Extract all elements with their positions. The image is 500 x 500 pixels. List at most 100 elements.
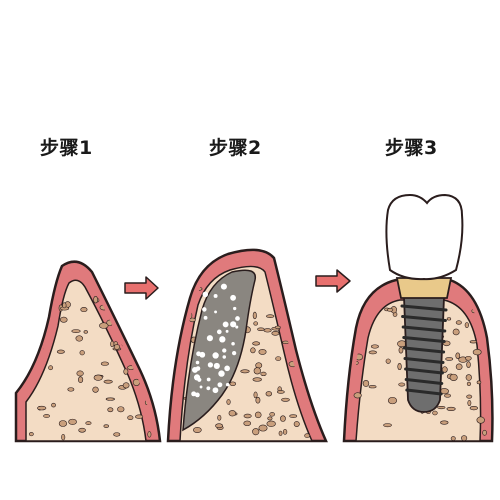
bone-speck [274, 325, 281, 329]
graft-particle [230, 294, 236, 301]
crown [385, 193, 464, 281]
bone-speck [105, 397, 115, 401]
bone-speck [446, 406, 456, 411]
bone-speck [68, 418, 77, 425]
graft-particle [196, 351, 201, 357]
bone-speck [446, 317, 452, 321]
bone-speck [266, 314, 275, 319]
bone-speck [284, 286, 290, 293]
graft-particle [213, 362, 220, 370]
bone-speck [215, 423, 223, 429]
screw-thread [404, 378, 444, 385]
graft-particle [206, 377, 211, 382]
bone-speck [59, 316, 68, 323]
bone-speck [282, 340, 290, 344]
bone-speck [42, 302, 50, 309]
graft-particle [203, 315, 208, 320]
bone-speck [467, 400, 472, 407]
graft-particle [212, 352, 219, 359]
graft-particle [202, 307, 207, 312]
screw-thread [400, 304, 448, 312]
bone-speck [398, 346, 404, 354]
bone-speck [43, 414, 50, 418]
bone-speck [444, 393, 452, 398]
graft-particle [195, 360, 200, 365]
graft-particle [192, 367, 198, 373]
bone-speck [296, 327, 304, 335]
bone-speck [113, 432, 121, 437]
bone-speck [309, 379, 318, 387]
bone-texture-1 [22, 292, 154, 441]
right-arrow-icon [124, 276, 159, 300]
bone-speck [469, 340, 478, 344]
graft-particle [224, 365, 230, 372]
bone-speck [466, 361, 471, 369]
bone-speck [465, 355, 472, 361]
graft-particle [212, 387, 219, 394]
bone-speck [282, 429, 288, 435]
graft-particle [222, 321, 229, 328]
bone-speck [450, 436, 456, 441]
bone-speck [133, 348, 142, 353]
bone-1 [25, 279, 147, 442]
bone-speck [99, 322, 109, 329]
bone-speck [278, 430, 283, 436]
bone-speck [147, 431, 152, 438]
bone-speck [368, 350, 377, 355]
bone-speck [85, 421, 92, 425]
bone-speck [257, 327, 265, 332]
bone-speck [271, 331, 280, 336]
bone-speck [397, 363, 402, 371]
bone-speck [385, 358, 391, 364]
screw-thread [405, 388, 443, 396]
bone-speck [253, 367, 261, 375]
bone-speck [387, 396, 398, 405]
bone-speck [289, 414, 298, 418]
graft-particle [225, 382, 230, 387]
bone-speck [353, 392, 362, 399]
bone-speck [383, 423, 392, 428]
bone-speck [441, 366, 448, 373]
bone-speck [92, 386, 99, 393]
graft-particle [231, 341, 235, 346]
graft-particle [235, 316, 240, 321]
bone-speck [228, 410, 237, 417]
bone-speck [78, 427, 86, 433]
bone-speck [368, 385, 377, 389]
bone-speck [387, 307, 394, 312]
bone-speck [44, 299, 50, 303]
bone-speck [127, 415, 134, 420]
graft-particle [206, 335, 213, 342]
step-3-ridge [342, 193, 494, 443]
bone-speck [61, 434, 66, 441]
bone-speck [469, 405, 478, 411]
abutment [395, 277, 453, 299]
bone-speck [79, 350, 85, 356]
bone-speck [93, 374, 103, 381]
screw-thread [403, 357, 445, 364]
bone-speck [304, 433, 310, 438]
bone-speck [252, 311, 257, 320]
bone-speck [123, 368, 129, 375]
graft-particle [197, 377, 202, 382]
bone-speck [455, 352, 461, 359]
bone-speck [445, 357, 454, 361]
screw-thread [404, 367, 444, 375]
bone-speck [117, 406, 125, 413]
bone-speck [51, 402, 56, 408]
bone-speck [258, 424, 268, 432]
bone-speck [452, 328, 460, 336]
graft-particles [191, 283, 240, 398]
bone-speck [103, 379, 113, 384]
bone-speck [67, 387, 75, 392]
bone-speck [122, 382, 130, 389]
bone-speck [142, 327, 151, 331]
bone-speck [476, 416, 485, 424]
graft-particle [199, 385, 203, 389]
bone-speck [58, 420, 68, 427]
graft-particle [235, 325, 239, 329]
bone-speck [260, 371, 267, 377]
bone-speck [93, 296, 98, 304]
right-arrow-icon [315, 269, 351, 293]
bone-speck [449, 373, 458, 382]
